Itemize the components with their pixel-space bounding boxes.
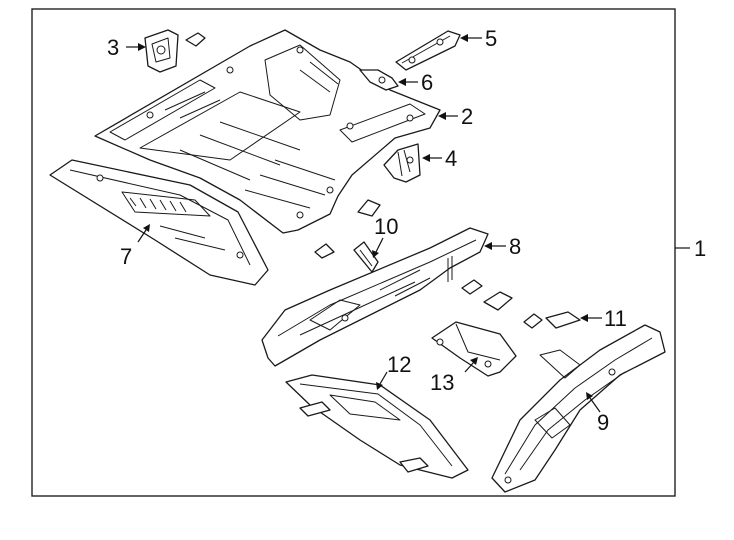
callout-7: 7: [120, 244, 132, 269]
part-7-side-rail: [49, 159, 269, 286]
diagram-frame: [31, 8, 676, 497]
callout-3: 3: [107, 35, 119, 60]
leader-lines: [126, 34, 602, 413]
callout-1: 1: [694, 236, 706, 261]
part-5-reinforcement: [395, 30, 461, 71]
part-11-plate: [545, 311, 581, 329]
callout-12: 12: [387, 352, 411, 377]
part-3-bracket: [144, 29, 206, 73]
callout-5: 5: [485, 26, 497, 51]
part-13-bracket: [431, 321, 517, 377]
callout-10: 10: [374, 214, 398, 239]
callout-9: 9: [597, 410, 609, 435]
small-clips: [314, 199, 543, 329]
callout-4: 4: [445, 146, 457, 171]
part-6-bracket: [359, 69, 399, 91]
part-8-cross-member: [261, 227, 489, 367]
part-10-bracket: [353, 241, 379, 273]
part-9-rail: [491, 324, 666, 493]
callout-8: 8: [509, 234, 521, 259]
callout-13: 13: [430, 370, 454, 395]
callout-2: 2: [461, 104, 473, 129]
callout-11: 11: [604, 306, 627, 331]
part-4-bracket: [383, 143, 421, 183]
part-12-rail: [285, 374, 469, 479]
part-2-rear-floor-pan: [94, 29, 441, 234]
callout-6: 6: [421, 70, 433, 95]
